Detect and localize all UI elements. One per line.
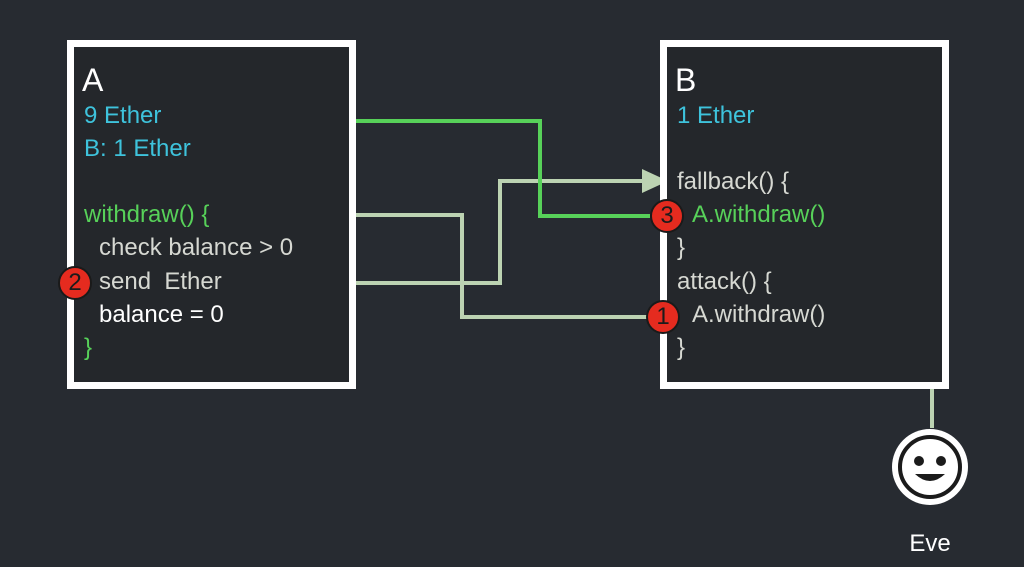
withdraw-function-close: } bbox=[84, 334, 93, 361]
contract-a-balance: 9 Ether bbox=[84, 102, 162, 129]
contract-a-box bbox=[67, 40, 356, 389]
actor-eve-label: Eve bbox=[909, 530, 951, 557]
contract-a-mapping: B: 1 Ether bbox=[84, 135, 191, 162]
step-3-badge: 3 bbox=[650, 199, 684, 233]
send-ether-line: send Ether bbox=[99, 268, 222, 295]
contract-b-balance: 1 Ether bbox=[677, 102, 755, 129]
step-1-badge: 1 bbox=[646, 300, 680, 334]
fallback-withdraw-call: A.withdraw() bbox=[692, 201, 826, 228]
attack-withdraw-call: A.withdraw() bbox=[692, 301, 826, 328]
step-2-badge: 2 bbox=[58, 266, 92, 300]
smiley-face-icon bbox=[892, 429, 968, 505]
balance-reset-line: balance = 0 bbox=[99, 301, 224, 328]
contract-b-title: B bbox=[675, 62, 697, 98]
attack-function-close: } bbox=[677, 334, 686, 361]
check-balance-line: check balance > 0 bbox=[99, 234, 294, 261]
attack-function-open: attack() { bbox=[677, 268, 772, 295]
fallback-function-close: } bbox=[677, 234, 686, 261]
contract-a-title: A bbox=[82, 62, 104, 98]
fallback-function-open: fallback() { bbox=[677, 168, 790, 195]
withdraw-function-open: withdraw() { bbox=[84, 201, 210, 228]
